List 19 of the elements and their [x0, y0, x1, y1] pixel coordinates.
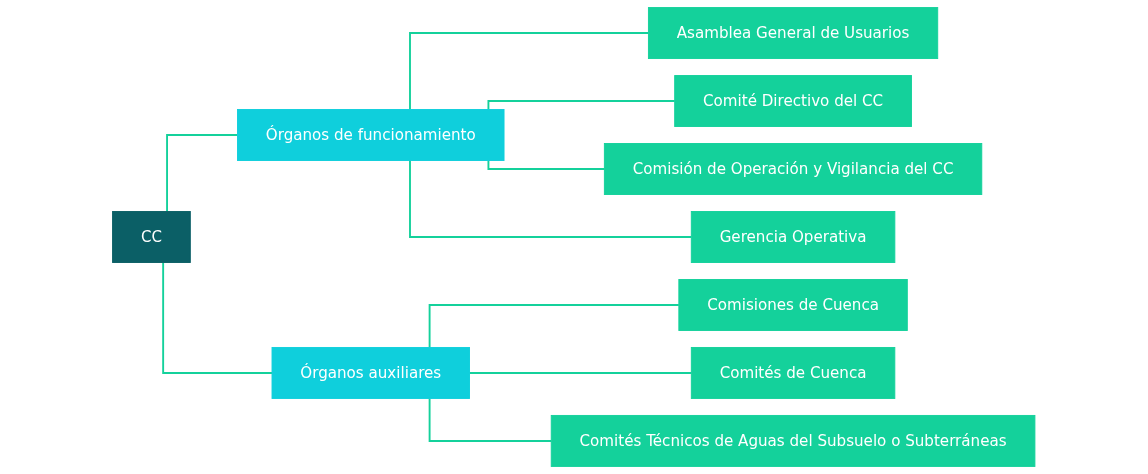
connector	[166, 134, 239, 213]
node-box: Órganos de funcionamiento	[237, 109, 505, 161]
node-box: Comisiones de Cuenca	[678, 279, 909, 331]
node-box: Comisión de Operación y Vigilancia del CC	[604, 143, 983, 195]
node-box: Gerencia Operativa	[691, 211, 896, 263]
connector	[468, 372, 693, 374]
node-box: Comités de Cuenca	[691, 347, 896, 399]
connector	[487, 100, 676, 111]
node-box: Comités Técnicos de Aguas del Subsuelo o Subterráneas	[551, 414, 1036, 467]
node-box: CC	[112, 211, 192, 263]
connector	[487, 159, 606, 170]
node-box: Comité Directivo del CC	[674, 75, 913, 127]
connector	[428, 304, 681, 349]
connector	[428, 397, 553, 442]
node-box: Asamblea General de Usuarios	[648, 7, 939, 59]
connector	[409, 32, 650, 111]
connector	[162, 261, 274, 374]
node-box: Órganos auxiliares	[271, 347, 471, 399]
connector	[409, 159, 693, 238]
